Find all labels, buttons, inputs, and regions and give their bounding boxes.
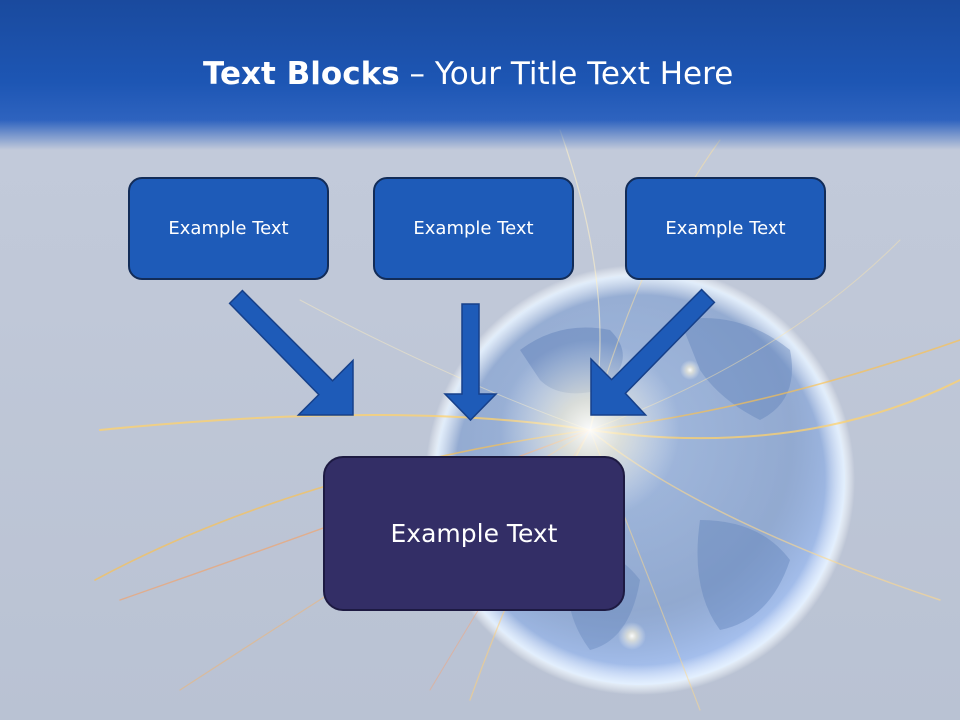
title-rest-text: Your Title Text Here [434, 56, 734, 92]
title-bold-text: Text Blocks [203, 56, 400, 92]
arrow-down-icon [443, 303, 498, 422]
arrow-down-left-icon [590, 288, 716, 416]
main-text-block[interactable]: Example Text [323, 456, 625, 611]
text-block-2[interactable]: Example Text [373, 177, 574, 280]
text-block-2-label: Example Text [413, 218, 534, 239]
text-block-1-label: Example Text [168, 218, 289, 239]
text-block-1[interactable]: Example Text [128, 177, 329, 280]
text-block-3-label: Example Text [665, 218, 786, 239]
light-spot [618, 622, 646, 650]
arrow-down-right-icon [228, 289, 354, 416]
main-text-block-label: Example Text [390, 519, 558, 548]
title-bar [0, 0, 960, 150]
slide-title: Text Blocks – Your Title Text Here [203, 56, 733, 92]
title-dash: – [399, 56, 435, 92]
light-spot [680, 360, 700, 380]
text-block-3[interactable]: Example Text [625, 177, 826, 280]
